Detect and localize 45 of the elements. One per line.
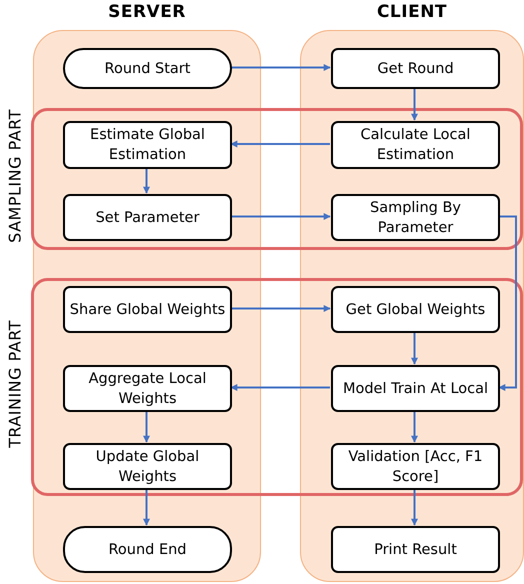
arrow — [411, 489, 418, 526]
box-label: Round Start — [104, 60, 190, 78]
box-label: Get Global Weights — [346, 300, 486, 320]
arrow — [230, 140, 330, 148]
box-label: Sampling By Parameter — [368, 198, 462, 238]
process-box — [331, 121, 500, 169]
process-box — [331, 286, 500, 333]
process-box — [63, 194, 232, 241]
process-box — [63, 365, 232, 412]
arrow — [143, 489, 150, 526]
box-label: Aggregate Local Weights — [88, 370, 208, 408]
terminal-box — [63, 48, 232, 89]
arrow — [230, 384, 330, 391]
box-label: Estimate Global Estimation — [89, 126, 206, 165]
terminal-box — [63, 526, 232, 573]
arrow — [411, 88, 418, 121]
arrow — [231, 64, 331, 71]
column-heading: CLIENT — [376, 2, 448, 22]
process-box — [331, 365, 500, 412]
arrow — [498, 216, 517, 391]
process-box — [331, 194, 500, 241]
box-label: Print Result — [374, 540, 457, 560]
process-box — [63, 121, 232, 169]
arrow — [411, 332, 418, 365]
arrow — [411, 411, 418, 443]
box-label: Update Global Weights — [94, 448, 200, 486]
arrow — [143, 411, 150, 443]
box-label: Share Global Weights — [70, 300, 226, 320]
band-label: SAMPLING PART — [6, 109, 24, 243]
arrow — [231, 213, 331, 220]
arrow — [143, 168, 150, 194]
box-label: Calculate Local Estimation — [360, 126, 472, 165]
process-box — [63, 443, 232, 490]
band-label: TRAINING PART — [6, 320, 24, 448]
box-label: Set Parameter — [96, 208, 200, 228]
box-label: Model Train At Local — [342, 380, 488, 398]
process-box — [331, 526, 500, 573]
process-box — [331, 443, 500, 490]
box-label: Validation [Acc, F1 Score] — [347, 448, 484, 486]
column-heading: SERVER — [107, 2, 187, 22]
box-label: Get Round — [377, 60, 454, 78]
arrow — [231, 305, 331, 312]
process-box — [331, 48, 500, 89]
process-box — [63, 286, 232, 333]
box-label: Round End — [108, 540, 187, 560]
